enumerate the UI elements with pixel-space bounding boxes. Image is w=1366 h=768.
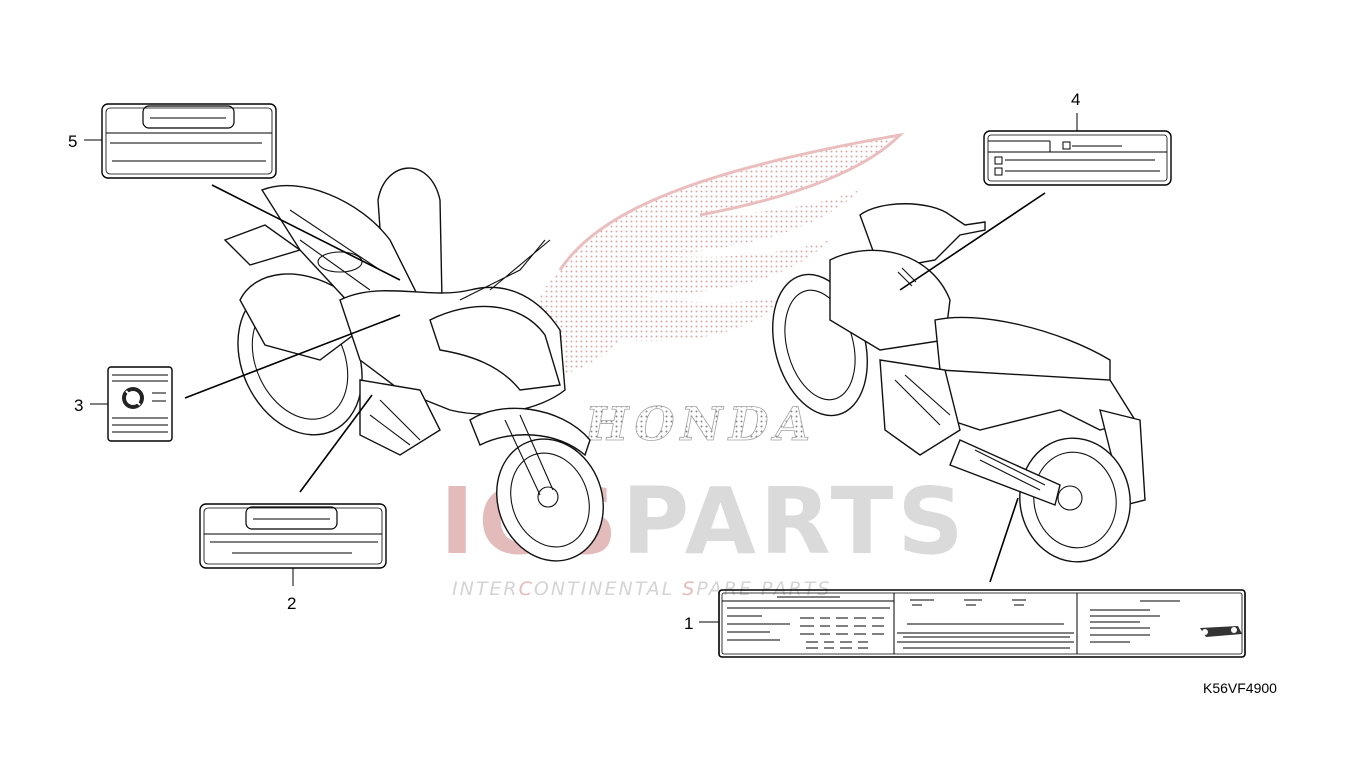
label-1-graphic [718, 589, 1246, 658]
tagline-part: PARE PARTS [696, 578, 831, 600]
watermark-tagline: INTERCONTINENTAL SPARE PARTS [452, 578, 831, 600]
callout-2-pointer [299, 394, 373, 493]
tagline-part: S [682, 578, 696, 600]
tagline-part: INTER [452, 578, 519, 600]
motorcycle-front-view [223, 167, 604, 562]
label-5-graphic [101, 103, 277, 179]
label-4-graphic [983, 130, 1172, 186]
callout-2-number: 2 [287, 594, 296, 613]
tagline-part: C [519, 578, 534, 600]
callout-1-number: 1 [684, 614, 693, 633]
motorcycle-rear-view [772, 203, 1146, 563]
tagline-part: ONTINENTAL [534, 578, 682, 600]
diagram-code: K56VF4900 [1203, 680, 1277, 696]
callout-3-pointer [184, 314, 401, 399]
watermark: HONDA ICSPARTS INTERCONTINENTAL SPARE PA… [440, 132, 968, 600]
callout-5-number: 5 [68, 132, 77, 151]
callout-1-pointer [989, 497, 1019, 583]
callout-3-number: 3 [74, 396, 83, 415]
honda-wing-logo: HONDA [529, 132, 905, 451]
honda-logo-text: HONDA [583, 397, 816, 451]
label-2-graphic [199, 503, 387, 569]
watermark-brand-suffix: PARTS [622, 468, 968, 575]
callout-4-pointer [899, 192, 1046, 291]
callout-4-number: 4 [1071, 90, 1080, 109]
callout-5-pointer [211, 184, 401, 281]
label-3-graphic [107, 366, 173, 442]
